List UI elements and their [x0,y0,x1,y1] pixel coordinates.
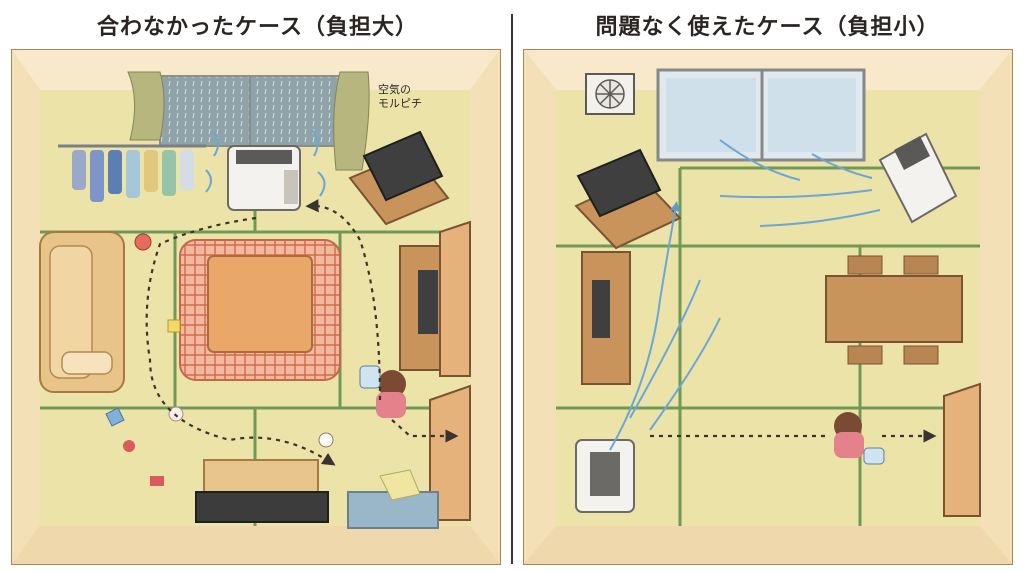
child-with-tank-right [834,412,885,465]
hanging-clothes [72,150,194,202]
right-left-wall [524,50,556,564]
left-side-tv [418,270,438,334]
tv-lower [195,459,329,523]
kotatsu [179,239,341,381]
right-room [523,49,1013,565]
dehumidifier-upper-right [878,132,958,224]
right-entry-door [943,382,981,517]
air-annotation-line1: 空気の [378,83,411,96]
left-entry-door [429,384,471,521]
left-front-wall [12,526,500,564]
sofa [39,231,125,393]
ventilation-fan [585,73,635,115]
air-annotation: 空気の モルピチ [378,83,422,111]
right-front-wall [524,526,1012,564]
right-sideboard [581,251,631,385]
left-closet-door [439,220,471,377]
dehumidifier-top [227,145,301,211]
right-panel-title: 問題なく使えたケース（負担小） [595,15,940,40]
left-room [11,49,501,565]
left-curtain [127,71,165,141]
right-airflow [609,139,881,451]
left-right-wall [470,50,500,564]
air-annotation-line2: モルピチ [378,97,422,110]
toys [105,233,334,486]
left-airflow [205,129,326,197]
tv-cabinet-upper [348,130,450,226]
dining-table [825,255,963,365]
right-tv-stand [574,148,682,250]
child-with-tank-left [359,365,406,418]
right-curtain [333,71,370,171]
right-window [656,68,866,162]
right-right-wall [980,50,1012,564]
left-left-wall [12,50,40,564]
panel-divider [511,14,513,564]
drying-rack-bottom [347,469,439,529]
dehumidifier-lower-left [575,439,635,513]
left-walking-path [145,199,459,466]
left-panel-title: 合わなかったケース（負担大） [97,15,418,40]
